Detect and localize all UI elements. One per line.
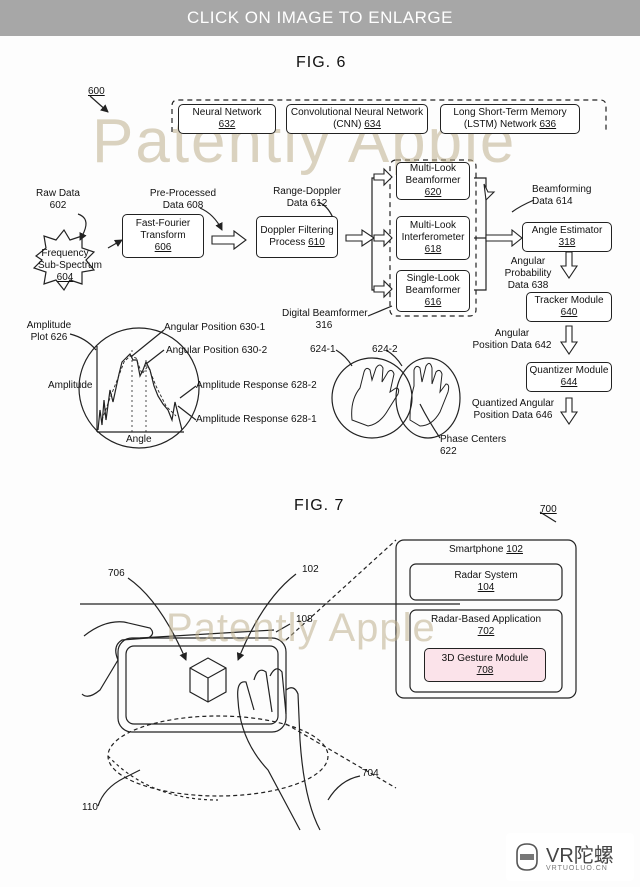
vr-helmet-icon — [516, 843, 538, 871]
angular-probability-label: Angular Probability Data 638 — [504, 256, 552, 291]
single-look-beamformer-box[interactable]: Single-Look Beamformer 616 — [396, 270, 470, 312]
multi-look-beamformer-box[interactable]: Multi-Look Beamformer 620 — [396, 162, 470, 200]
angular-position-630-2: Angular Position 630-2 — [166, 345, 268, 356]
multi-look-interferometer-box[interactable]: Multi-Look Interferometer 618 — [396, 216, 470, 260]
ref-704: 704 — [362, 768, 379, 779]
fig6-ref: 600 — [88, 86, 105, 97]
doppler-filtering-box[interactable]: Doppler Filtering Process 610 — [256, 216, 338, 258]
fig7-title: FIG. 7 — [294, 497, 345, 514]
box-label: Long Short-Term Memory — [453, 107, 567, 118]
gesture-module-box[interactable]: 3D Gesture Module 708 — [424, 648, 546, 682]
box-label: Convolutional Neural Network — [290, 107, 424, 118]
lstm-box[interactable]: Long Short-Term Memory (LSTM) Network 63… — [440, 104, 580, 134]
angle-estimator-box[interactable]: Angle Estimator 318 — [522, 222, 612, 252]
quantized-angular-position-label: Quantized Angular Position Data 646 — [471, 398, 555, 421]
radar-system-box[interactable]: Radar System 104 — [454, 570, 518, 593]
beamforming-data-label: Beamforming Data 614 — [532, 184, 592, 207]
angular-position-630-1: Angular Position 630-1 — [164, 322, 266, 333]
logo-sub: VRTUOLUO.CN — [546, 865, 608, 872]
fig6-title: FIG. 6 — [296, 54, 347, 71]
amplitude-response-628-2: Amplitude Response 628-2 — [196, 380, 317, 391]
ref-110: 110 — [82, 802, 98, 813]
tracker-module-box[interactable]: Tracker Module 640 — [526, 292, 612, 322]
angle-axis-label: Angle — [126, 434, 152, 445]
enlarge-banner[interactable]: CLICK ON IMAGE TO ENLARGE — [0, 0, 640, 36]
neural-network-box[interactable]: Neural Network 632 — [178, 104, 276, 134]
amplitude-response-628-1: Amplitude Response 628-1 — [196, 414, 317, 425]
amplitude-axis-label: Amplitude — [48, 380, 93, 391]
quantizer-module-box[interactable]: Quantizer Module 644 — [526, 362, 612, 392]
hand-ref-624-1: 624-1 — [310, 344, 336, 355]
hand-ref-624-2: 624-2 — [372, 344, 398, 355]
cnn-box[interactable]: Convolutional Neural Network (CNN) 634 — [286, 104, 428, 134]
box-sub: (CNN) 634 — [333, 119, 381, 130]
smartphone-label: Smartphone 102 — [449, 544, 523, 555]
logo-text: VR陀螺 — [546, 845, 614, 867]
ref-102: 102 — [302, 564, 319, 575]
box-sub: (LSTM) Network 636 — [463, 119, 557, 130]
box-label: Neural Network — [192, 107, 262, 118]
fft-box[interactable]: Fast-Fourier Transform 606 — [122, 214, 204, 258]
vrtuoluo-logo: VR陀螺 VRTUOLUO.CN — [506, 833, 634, 881]
fig7-ref: 700 — [540, 504, 557, 515]
box-num: 632 — [218, 119, 236, 130]
angular-position-data-label: Angular Position Data 642 — [472, 328, 552, 351]
ref-706: 706 — [108, 568, 125, 579]
range-doppler-label: Range-Doppler Data 612 — [273, 186, 341, 209]
ref-108: 108 — [296, 614, 313, 625]
preprocessed-data-label: Pre-Processed Data 608 — [149, 188, 217, 211]
